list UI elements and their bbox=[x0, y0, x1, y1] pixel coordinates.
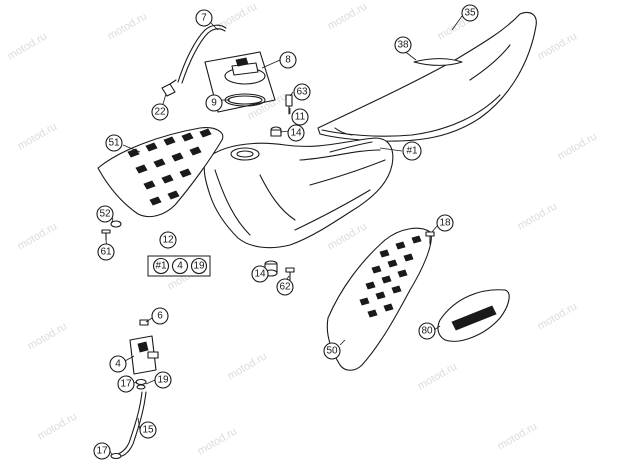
callout-number: 17 bbox=[120, 379, 132, 390]
callout-14: 14 bbox=[287, 124, 305, 142]
watermark-text: motod.ru bbox=[416, 360, 460, 392]
watermark-text: motod.ru bbox=[556, 130, 600, 162]
callout-number: 17 bbox=[96, 446, 108, 457]
callout-number: 22 bbox=[154, 107, 166, 118]
callout-number: #1 bbox=[406, 146, 418, 157]
callout-1: #1 bbox=[402, 141, 422, 161]
watermark-text: motod.ru bbox=[16, 120, 60, 152]
callout-9: 9 bbox=[205, 94, 223, 112]
watermark-text: motod.ru bbox=[326, 0, 370, 32]
callout-50: 50 bbox=[323, 342, 341, 360]
callout-51: 51 bbox=[105, 134, 123, 152]
callout-62: 62 bbox=[276, 278, 294, 296]
hose-fitting bbox=[161, 79, 177, 97]
tank-bushing-center bbox=[264, 260, 295, 281]
callout-35: 35 bbox=[461, 4, 479, 22]
callout-6: 6 bbox=[151, 307, 169, 325]
callout-7: 7 bbox=[195, 9, 213, 27]
callout-number: 4 bbox=[115, 359, 121, 370]
callout-number: 19 bbox=[157, 375, 169, 386]
callout-38: 38 bbox=[394, 36, 412, 54]
fuel-tank bbox=[203, 137, 394, 249]
callout-12: 12 bbox=[159, 231, 177, 249]
callout-number: 52 bbox=[99, 209, 111, 220]
watermark-text: motod.ru bbox=[226, 350, 270, 382]
callout-number: 9 bbox=[211, 98, 217, 109]
watermark-text: motod.ru bbox=[536, 300, 580, 332]
watermark-text: motod.ru bbox=[196, 425, 240, 457]
watermark-text: motod.ru bbox=[36, 410, 80, 442]
callout-17-lower: 17 bbox=[93, 442, 111, 460]
callout-number: 80 bbox=[421, 326, 433, 337]
callout-52: 52 bbox=[96, 205, 114, 223]
screw-right bbox=[425, 231, 435, 245]
watermark-text: motod.ru bbox=[326, 220, 370, 252]
callout-number: 8 bbox=[285, 55, 291, 66]
callout-11: 11 bbox=[291, 108, 309, 126]
seat bbox=[317, 11, 537, 142]
callout-17: 17 bbox=[117, 375, 135, 393]
ktm-decal bbox=[437, 289, 510, 342]
callout-4: 4 bbox=[109, 355, 127, 373]
watermark-text: motod.ru bbox=[536, 30, 580, 62]
callout-number: 61 bbox=[100, 247, 112, 258]
kit-callout-1: #1 bbox=[152, 257, 170, 275]
watermark-text: motod.ru bbox=[246, 90, 290, 122]
callout-number: 12 bbox=[162, 235, 174, 246]
kit-number: 19 bbox=[193, 261, 205, 272]
callout-number: 11 bbox=[295, 112, 306, 123]
seat-foam bbox=[413, 58, 463, 66]
kit-callout-4: 4 bbox=[171, 257, 189, 275]
callout-number: 62 bbox=[279, 282, 291, 293]
watermark-text: motod.ru bbox=[6, 30, 50, 62]
callout-number: 38 bbox=[397, 40, 409, 51]
callout-63: 63 bbox=[293, 83, 311, 101]
vent-hose bbox=[177, 24, 227, 84]
kit-callout-19: 19 bbox=[190, 257, 208, 275]
callout-number: 14 bbox=[290, 128, 302, 139]
tank-mount-hardware bbox=[270, 94, 293, 137]
callout-number: 63 bbox=[296, 87, 308, 98]
callout-80: 80 bbox=[418, 322, 436, 340]
leader-lines bbox=[105, 15, 463, 456]
callout-14-center: 14 bbox=[251, 265, 269, 283]
watermark-text: motod.ru bbox=[16, 220, 60, 252]
watermark-text: motod.ru bbox=[106, 10, 150, 42]
callout-22: 22 bbox=[151, 103, 169, 121]
filler-cap-assembly bbox=[204, 51, 276, 113]
watermark-text: motod.ru bbox=[496, 420, 540, 452]
callout-number: 51 bbox=[108, 138, 120, 149]
screws-left bbox=[101, 220, 122, 241]
callout-number: 50 bbox=[326, 346, 338, 357]
callout-number: 15 bbox=[142, 425, 154, 436]
callout-number: 6 bbox=[157, 311, 163, 322]
watermark-text: motod.ru bbox=[516, 200, 560, 232]
watermark-text: motod.ru bbox=[216, 0, 260, 32]
callout-number: 14 bbox=[254, 269, 266, 280]
callout-19: 19 bbox=[154, 371, 172, 389]
callout-number: 18 bbox=[439, 218, 451, 229]
callout-number: 7 bbox=[201, 13, 207, 24]
kit-number: #1 bbox=[155, 261, 167, 272]
side-panel-right bbox=[326, 227, 432, 371]
callout-15: 15 bbox=[139, 421, 157, 439]
callout-18: 18 bbox=[436, 214, 454, 232]
callout-number: 35 bbox=[464, 8, 476, 19]
callout-8: 8 bbox=[279, 51, 297, 69]
watermark-text: motod.ru bbox=[26, 320, 70, 352]
callout-61: 61 bbox=[97, 243, 115, 261]
side-panel-left bbox=[97, 127, 224, 218]
kit-number: 4 bbox=[177, 261, 183, 272]
